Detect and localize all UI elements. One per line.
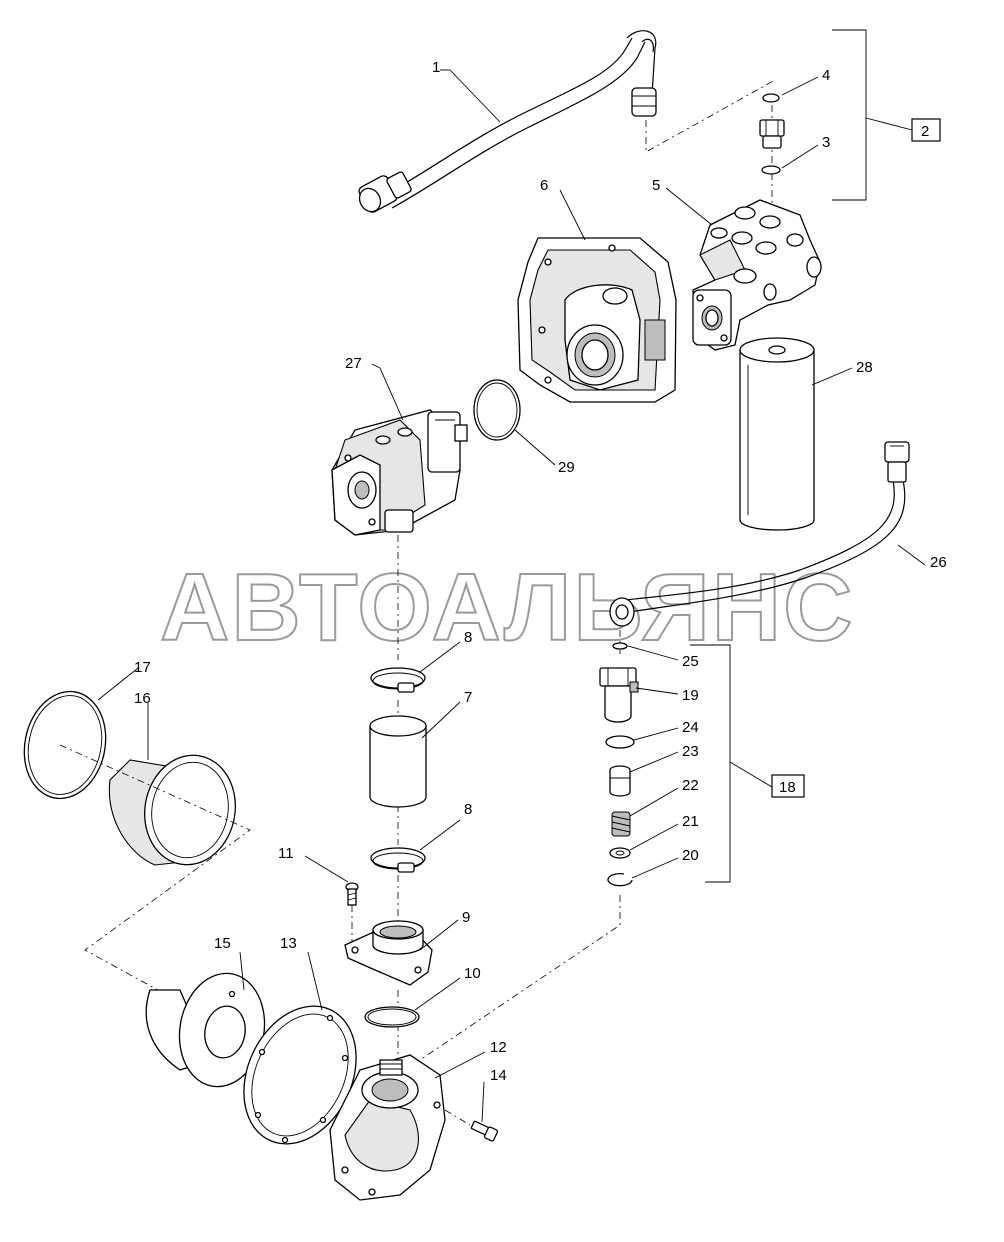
svg-text:6: 6 bbox=[540, 177, 548, 194]
o-ring-24 bbox=[605, 735, 635, 749]
callout-20: 20 bbox=[631, 847, 699, 879]
svg-text:14: 14 bbox=[490, 1067, 507, 1084]
snap-ring-20 bbox=[607, 873, 633, 887]
svg-text:3: 3 bbox=[822, 134, 830, 151]
callout-9: 9 bbox=[419, 909, 470, 951]
callout-27: 27 bbox=[345, 355, 404, 421]
callout-22: 22 bbox=[629, 777, 699, 817]
svg-text:4: 4 bbox=[822, 67, 830, 84]
callout-14: 14 bbox=[481, 1067, 507, 1123]
callout-25: 25 bbox=[627, 645, 699, 670]
filter-28 bbox=[739, 337, 815, 531]
svg-text:22: 22 bbox=[682, 777, 699, 794]
svg-text:8: 8 bbox=[464, 801, 472, 818]
kit-18-label: 18 bbox=[779, 779, 796, 796]
washer-21 bbox=[609, 847, 631, 859]
valve-body-19 bbox=[599, 667, 639, 723]
gear-pump-27 bbox=[331, 409, 468, 536]
callout-label: 1 bbox=[432, 59, 440, 76]
svg-text:25: 25 bbox=[682, 653, 699, 670]
svg-text:21: 21 bbox=[682, 813, 699, 830]
svg-text:19: 19 bbox=[682, 687, 699, 704]
svg-text:23: 23 bbox=[682, 743, 699, 760]
callout-23: 23 bbox=[629, 743, 699, 773]
gasket-13 bbox=[243, 1005, 357, 1145]
callout-8-lower: 8 bbox=[419, 801, 472, 851]
svg-text:29: 29 bbox=[558, 459, 575, 476]
svg-text:28: 28 bbox=[856, 359, 873, 376]
clamp-8-upper bbox=[370, 667, 426, 693]
flange-9 bbox=[344, 920, 433, 986]
o-ring-25 bbox=[612, 642, 628, 650]
callout-7: 7 bbox=[421, 689, 472, 739]
svg-text:10: 10 bbox=[464, 965, 481, 982]
adapter-16 bbox=[108, 754, 236, 866]
svg-text:9: 9 bbox=[462, 909, 470, 926]
kit-2-label: 2 bbox=[921, 123, 929, 140]
callout-19: 19 bbox=[635, 687, 699, 704]
callout-11: 11 bbox=[278, 845, 349, 883]
fitting bbox=[759, 119, 785, 149]
callout-6: 6 bbox=[540, 177, 586, 241]
callout-28: 28 bbox=[811, 359, 873, 386]
o-ring-10 bbox=[364, 1006, 420, 1028]
piston-23 bbox=[609, 765, 631, 797]
callout-5: 5 bbox=[652, 177, 713, 226]
svg-text:12: 12 bbox=[490, 1039, 507, 1056]
callout-24: 24 bbox=[633, 719, 699, 741]
hose-1 bbox=[358, 30, 657, 213]
callout-29: 29 bbox=[514, 429, 575, 476]
callout-26: 26 bbox=[897, 544, 947, 571]
callout-4: 4 bbox=[781, 67, 830, 96]
sleeve-7 bbox=[369, 715, 427, 808]
svg-text:11: 11 bbox=[278, 845, 294, 862]
callout-1: 1 bbox=[432, 59, 501, 123]
o-ring-4 bbox=[762, 93, 780, 103]
svg-text:24: 24 bbox=[682, 719, 699, 736]
cover-12 bbox=[329, 1054, 446, 1201]
svg-text:16: 16 bbox=[134, 690, 151, 707]
screw-14 bbox=[470, 1120, 499, 1142]
callout-15: 15 bbox=[214, 935, 245, 991]
svg-text:5: 5 bbox=[652, 177, 660, 194]
callout-8-upper: 8 bbox=[419, 629, 472, 673]
callout-3: 3 bbox=[781, 134, 830, 169]
callout-12: 12 bbox=[434, 1039, 507, 1079]
svg-text:8: 8 bbox=[464, 629, 472, 646]
callout-16: 16 bbox=[134, 690, 151, 760]
svg-text:17: 17 bbox=[134, 659, 151, 676]
callout-17: 17 bbox=[97, 659, 151, 701]
watermark-text: АВТОАЛЬЯНС bbox=[160, 554, 854, 661]
spring-22 bbox=[611, 811, 631, 837]
callout-13: 13 bbox=[280, 935, 323, 1011]
seal-17 bbox=[23, 690, 107, 800]
pipe-26 bbox=[609, 441, 910, 627]
o-ring-29 bbox=[473, 379, 521, 441]
valve-block-5 bbox=[692, 199, 822, 351]
pump-housing-6 bbox=[517, 237, 677, 403]
svg-text:15: 15 bbox=[214, 935, 231, 952]
kit-2-bracket: 2 bbox=[832, 29, 941, 201]
adapter-15 bbox=[145, 972, 266, 1088]
kit-18-bracket: 18 bbox=[690, 644, 805, 883]
svg-text:7: 7 bbox=[464, 689, 472, 706]
clamp-8-lower bbox=[370, 847, 426, 873]
svg-text:27: 27 bbox=[345, 355, 362, 372]
callout-21: 21 bbox=[629, 813, 699, 851]
screw-11 bbox=[345, 882, 359, 906]
o-ring-3 bbox=[761, 165, 781, 175]
svg-text:26: 26 bbox=[930, 554, 947, 571]
svg-text:13: 13 bbox=[280, 935, 297, 952]
svg-text:20: 20 bbox=[682, 847, 699, 864]
callout-10: 10 bbox=[414, 965, 481, 1011]
